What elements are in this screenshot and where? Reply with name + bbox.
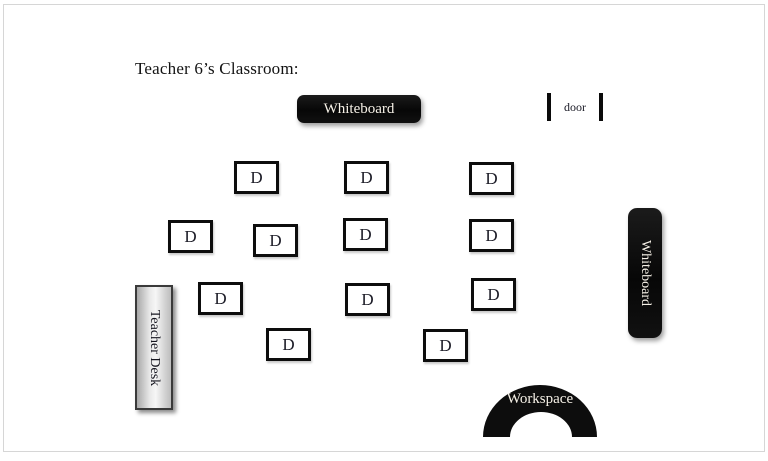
desk-5: D [253, 224, 298, 257]
teacher-desk: Teacher Desk [135, 285, 173, 410]
page-title: Teacher 6’s Classroom: [135, 59, 299, 78]
desk-9: D [345, 283, 390, 316]
workspace-label: Workspace [507, 391, 574, 407]
desk-8: D [198, 282, 243, 315]
teacher-desk-label: Teacher Desk [147, 309, 162, 386]
whiteboard-right: Whiteboard [628, 208, 662, 338]
door-label: door [564, 100, 586, 114]
door-jamb-right-icon [599, 93, 603, 121]
whiteboard-right-label: Whiteboard [638, 239, 653, 307]
workspace-arc: Workspace [483, 385, 597, 437]
desk-3: D [469, 162, 514, 195]
desk-10: D [471, 278, 516, 311]
desk-4: D [168, 220, 213, 253]
whiteboard-top: Whiteboard [297, 95, 421, 123]
desk-7: D [469, 219, 514, 252]
whiteboard-top-label: Whiteboard [323, 100, 395, 117]
door-jamb-left-icon [547, 93, 551, 121]
desk-1: D [234, 161, 279, 194]
desk-12: D [423, 329, 468, 362]
desk-2: D [344, 161, 389, 194]
desk-11: D [266, 328, 311, 361]
workspace-arch-shape [483, 385, 597, 437]
desk-6: D [343, 218, 388, 251]
